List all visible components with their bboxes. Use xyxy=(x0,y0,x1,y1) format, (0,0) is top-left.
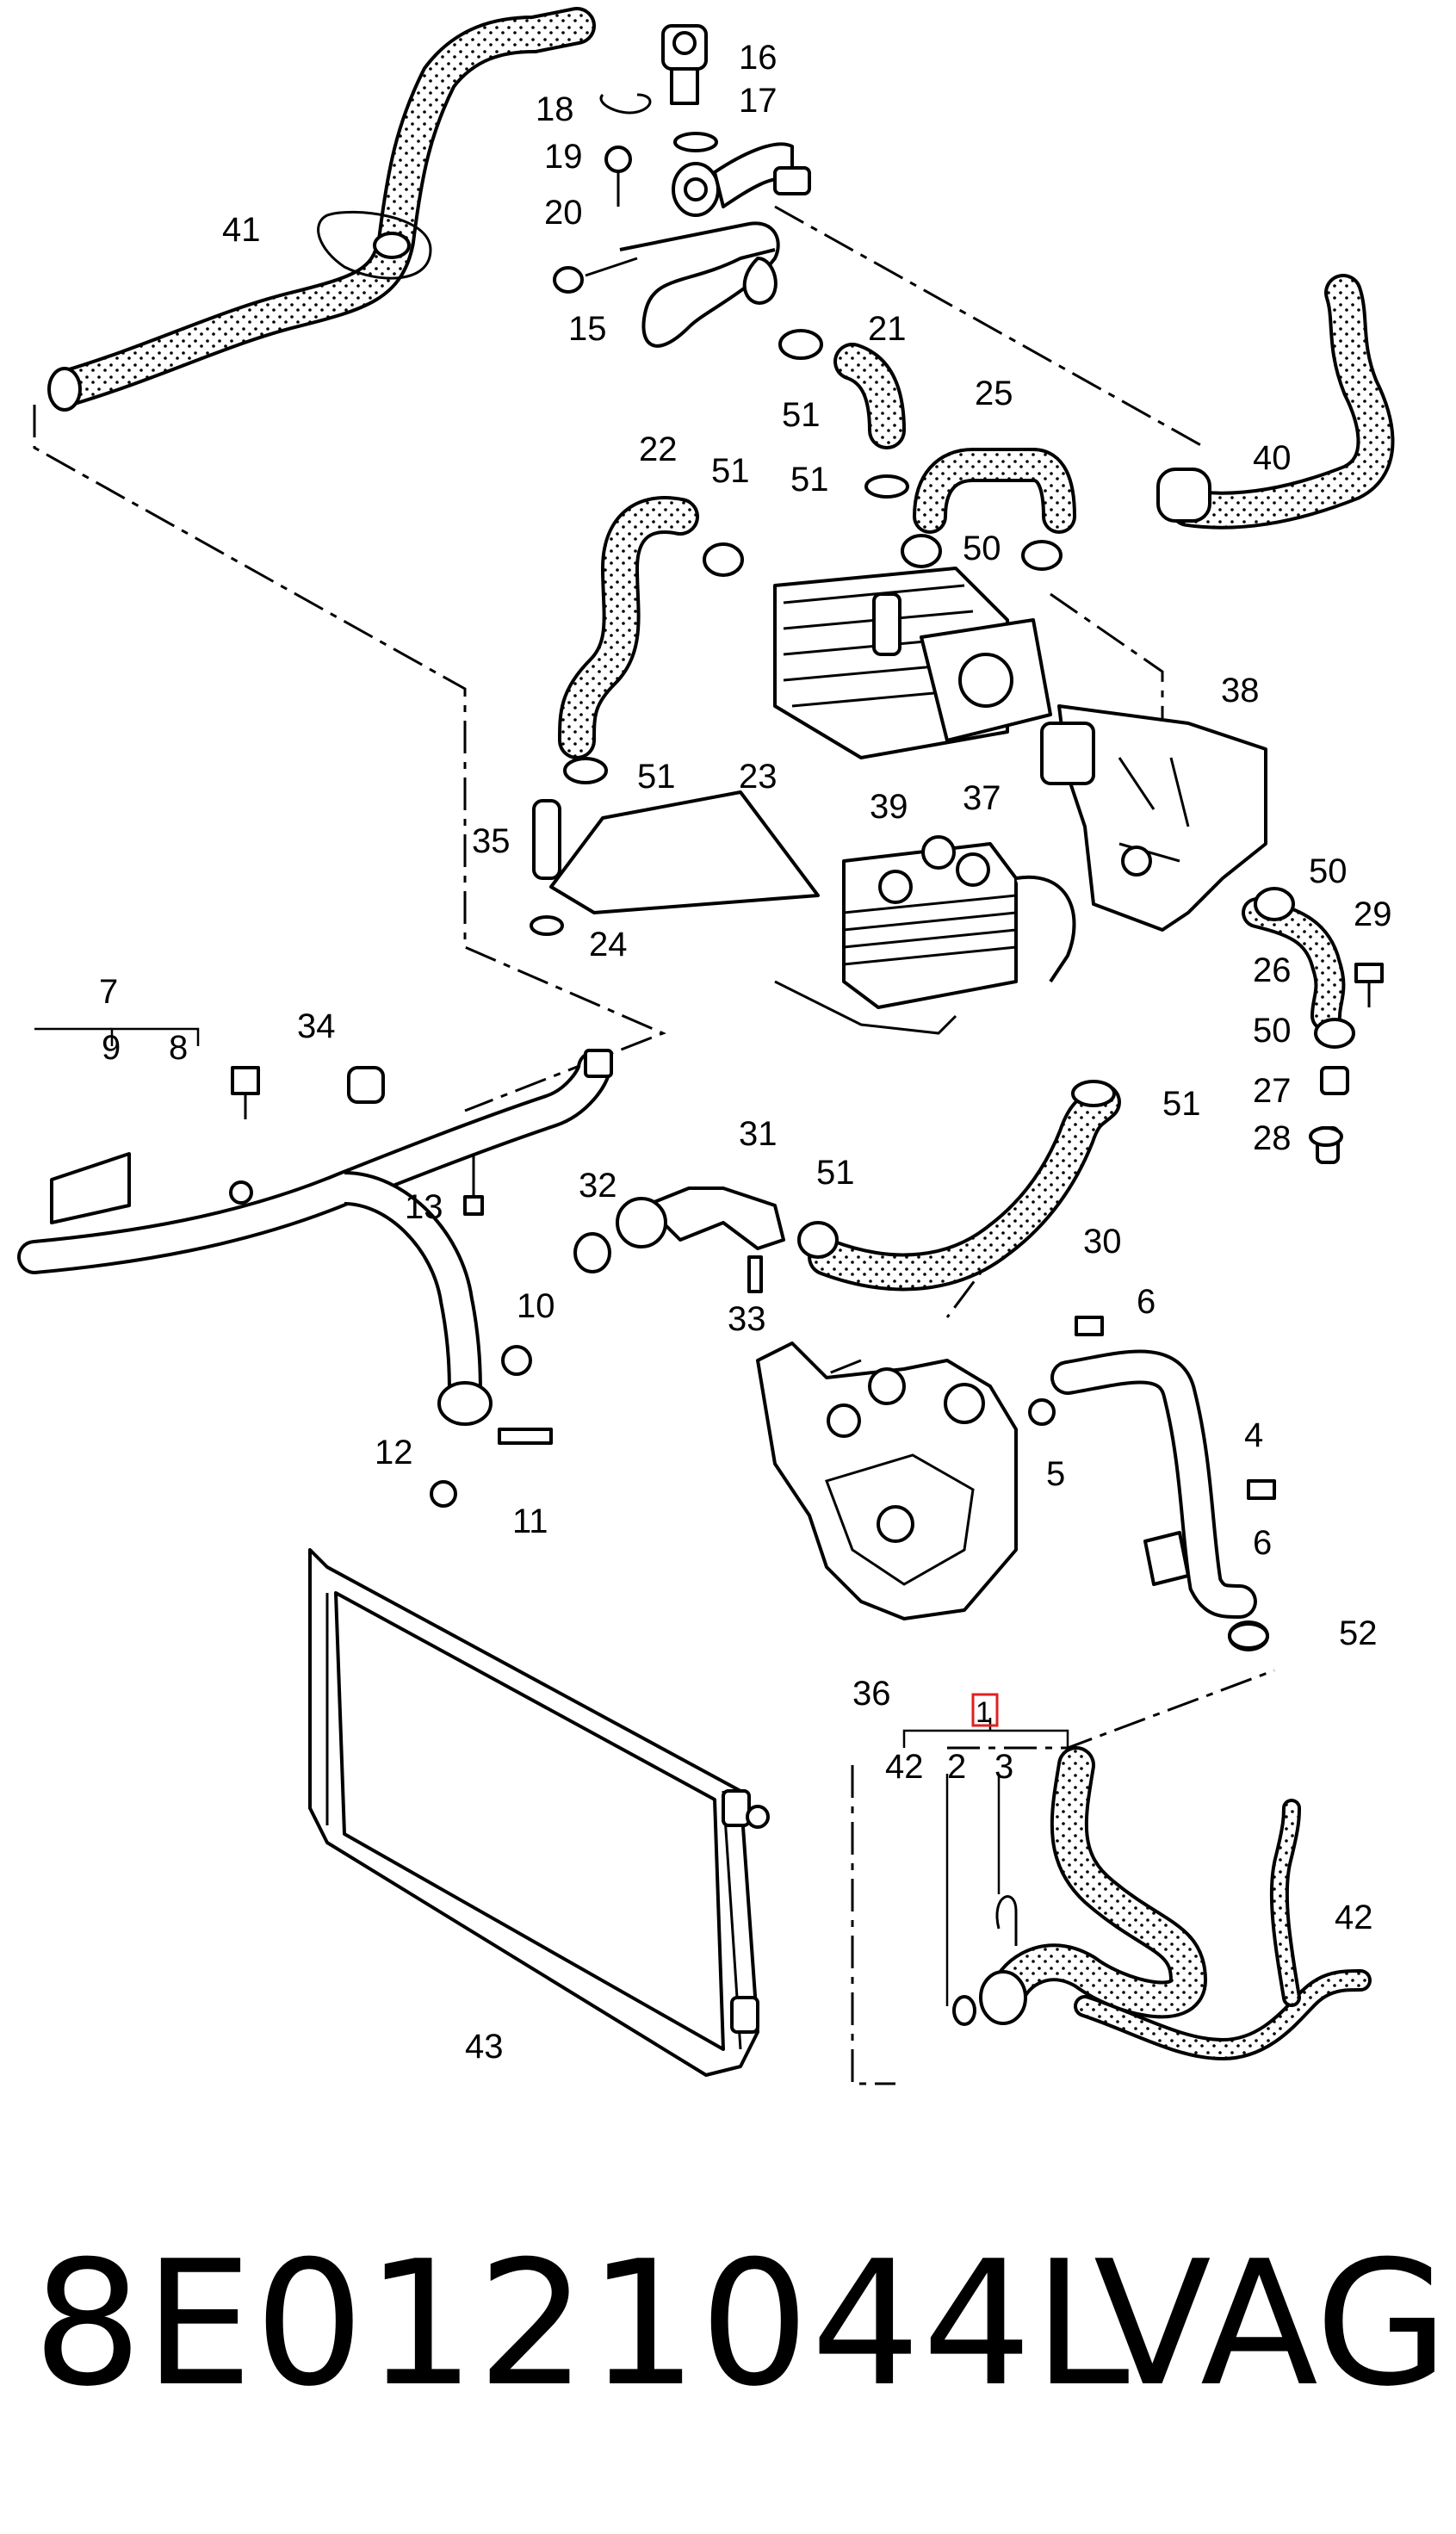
callout-33: 33 xyxy=(728,1300,766,1338)
callout-5: 5 xyxy=(1046,1455,1065,1493)
hose-41 xyxy=(47,7,596,412)
callout-4: 4 xyxy=(1244,1416,1263,1454)
callout-50b: 50 xyxy=(1309,852,1348,890)
callout-37: 37 xyxy=(963,779,1001,817)
part-number: 8E0121044L xyxy=(33,2224,1131,2425)
callout-51f: 51 xyxy=(816,1154,855,1192)
radiator-43 xyxy=(308,1548,770,2077)
bracket-36 xyxy=(756,1341,1018,1620)
callout-38: 38 xyxy=(1221,672,1260,709)
callout-7: 7 xyxy=(99,973,118,1011)
callout-9: 8 xyxy=(169,1029,188,1067)
pipe-7 xyxy=(17,1049,613,1508)
callout-42a: 42 xyxy=(885,1748,924,1786)
bracket-38 xyxy=(1040,704,1267,932)
callout-3: 3 xyxy=(994,1748,1013,1786)
callout-30: 30 xyxy=(1083,1223,1122,1261)
callout-19: 19 xyxy=(544,138,583,176)
callout-21: 21 xyxy=(868,310,907,348)
callout-52: 52 xyxy=(1339,1614,1378,1652)
callout-6b: 6 xyxy=(1253,1524,1272,1562)
callout-6a: 6 xyxy=(1137,1283,1156,1321)
callout-40: 40 xyxy=(1253,439,1292,477)
fasteners xyxy=(229,963,1384,1500)
callout-36: 36 xyxy=(852,1675,891,1713)
hose-assembly-1 xyxy=(952,1746,1372,2061)
callout-24: 24 xyxy=(589,926,628,963)
callout-8: 10 xyxy=(517,1287,555,1325)
callout-17: 17 xyxy=(739,82,778,120)
callout-51b: 51 xyxy=(711,452,750,490)
callout-42b: 42 xyxy=(1335,1899,1373,1936)
callout-51e: 51 xyxy=(1162,1085,1201,1123)
callout-11: 11 xyxy=(512,1502,548,1540)
callout-22: 22 xyxy=(639,431,678,468)
callout-15: 15 xyxy=(568,310,607,348)
heat-exchanger-39 xyxy=(773,567,1052,759)
callout-16: 16 xyxy=(739,39,778,77)
callout-25: 25 xyxy=(975,375,1013,412)
small-hoses xyxy=(558,343,1076,759)
hose-40 xyxy=(1156,274,1395,530)
callout-43: 43 xyxy=(465,2028,504,2066)
callout-51c: 51 xyxy=(790,461,829,499)
pipe-4 xyxy=(1028,1349,1269,1651)
bracket-23 xyxy=(530,790,820,936)
lower-hose-30 xyxy=(573,1083,1121,1293)
callout-13: 13 xyxy=(405,1188,443,1226)
callout-39: 39 xyxy=(870,788,908,826)
callout-20: 20 xyxy=(544,194,583,232)
callout-51d: 51 xyxy=(637,758,676,796)
callout-35: 35 xyxy=(472,822,511,860)
oil-cooler-37 xyxy=(774,835,1076,1035)
callout-23: 23 xyxy=(739,758,778,796)
callout-labels: 16 18 17 19 20 41 15 21 51 25 22 51 51 4… xyxy=(99,39,1392,2066)
hose-26 xyxy=(1242,897,1346,1032)
hose-clamps xyxy=(563,329,1355,1650)
callout-29: 29 xyxy=(1354,895,1392,933)
highlight-box xyxy=(971,1693,999,1727)
callout-51a: 51 xyxy=(782,396,821,434)
callout-1: 1 xyxy=(976,1696,992,1729)
callout-10: 9 xyxy=(102,1029,121,1067)
sensor-assembly xyxy=(553,24,811,348)
callout-50a: 50 xyxy=(963,530,1001,567)
callout-12: 12 xyxy=(375,1434,413,1471)
callout-28: 28 xyxy=(1253,1119,1292,1157)
brand-name: VAG xyxy=(1094,2224,1449,2425)
callout-32: 32 xyxy=(579,1167,617,1205)
callout-34: 34 xyxy=(297,1007,336,1045)
callout-2: 2 xyxy=(947,1748,966,1786)
callout-18: 18 xyxy=(536,90,574,128)
callout-31: 31 xyxy=(739,1115,778,1153)
callout-41: 41 xyxy=(222,211,261,249)
leader-lines xyxy=(34,1027,1069,2006)
parts-exploded-diagram: 16 18 17 19 20 41 15 21 51 25 22 51 51 4… xyxy=(17,7,1395,2085)
callout-50c: 50 xyxy=(1253,1012,1292,1050)
callout-27: 27 xyxy=(1253,1072,1292,1110)
callout-26: 26 xyxy=(1253,951,1292,989)
highlighted-callout-1: 1 xyxy=(971,1693,999,1729)
